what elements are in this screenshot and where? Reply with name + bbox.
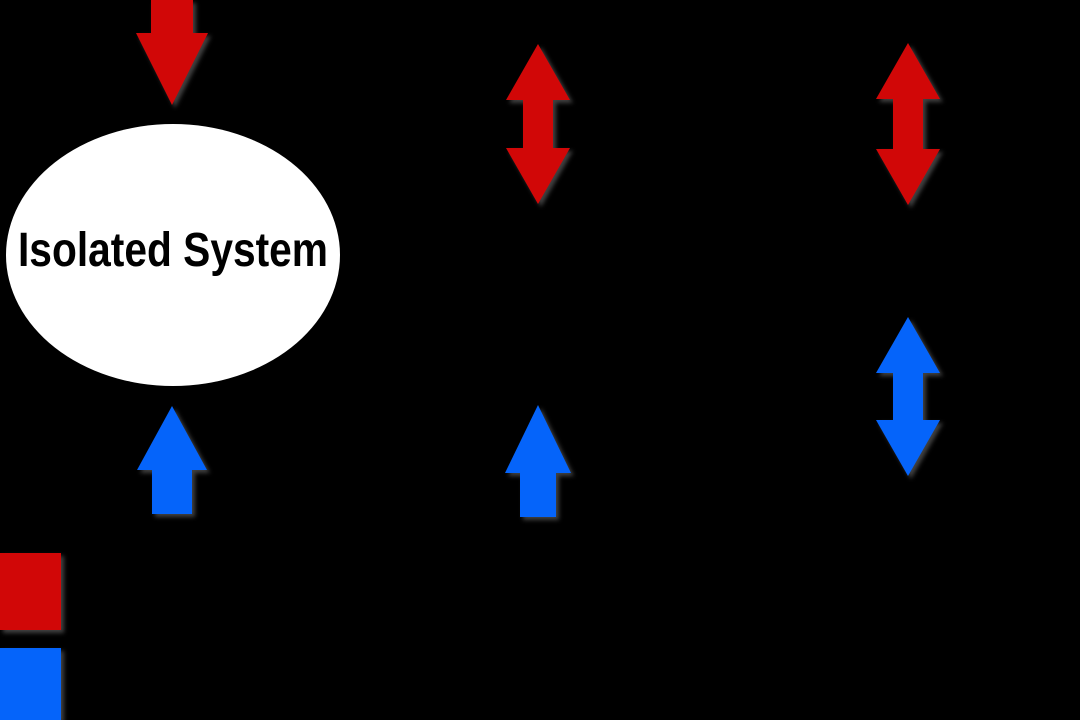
blue-double-arrow-icon: [876, 317, 940, 476]
blue-up-arrow-icon: [137, 406, 207, 514]
legend-red-swatch: [0, 553, 61, 630]
blue-up-arrow-icon: [505, 405, 571, 517]
red-down-arrow-icon: [136, 0, 208, 105]
red-double-arrow-icon: [876, 43, 940, 205]
legend-blue-swatch: [0, 648, 61, 720]
red-double-arrow-icon: [506, 44, 570, 204]
isolated-system-ellipse: [6, 124, 340, 386]
isolated-system-label: Isolated System: [18, 224, 328, 277]
